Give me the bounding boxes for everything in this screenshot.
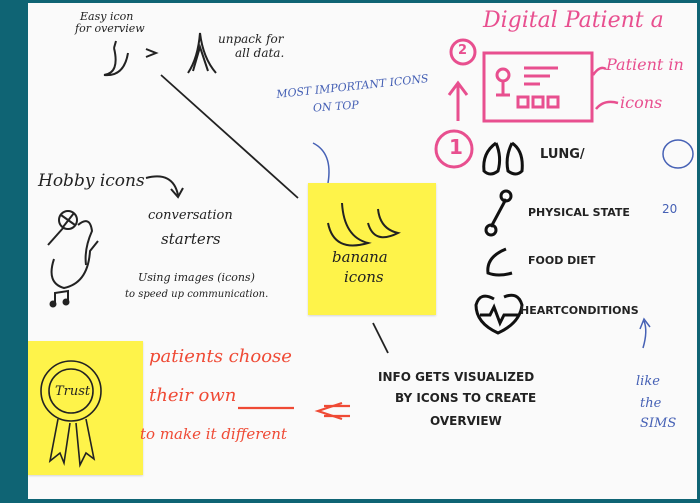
trust-sticky-note: Trust [28,341,143,475]
by-icons-label: BY ICONS TO CREATE [395,391,537,405]
banana-icon [327,202,401,247]
patients-choose-label: patients choose [149,346,292,367]
saxophone-icon [50,240,99,290]
sims-label-2: the [640,396,662,411]
heart-icon [474,293,524,335]
step-2-label: 2 [458,43,468,58]
food-diet-label: FOOD DIET [528,254,596,267]
small-banana-icon [103,40,129,77]
sims-label-3: SIMS [640,416,677,431]
physical-state-label: PHYSICAL STATE [528,206,630,219]
lung-icon [482,141,524,176]
rosette-badge-icon [40,360,102,468]
connector-line [160,74,299,199]
their-own-label: their own [149,385,237,406]
step-1-label: 1 [449,135,463,159]
sims-label-1: like [636,374,660,389]
unpacked-banana-icon [187,32,217,74]
pink-pointer-lines [591,66,619,110]
starters-label: starters [161,230,221,248]
make-different-label: to make it different [140,425,287,443]
microphone-icon [47,210,94,266]
lung-label: LUNG/ [540,147,585,162]
digital-patient-title: Digital Patient a [483,8,664,33]
speed-up-label: to speed up communication. [125,289,269,300]
circle-icon [662,139,694,169]
sketch-drawings [47,32,694,421]
using-images-label: Using images (icons) [138,271,255,284]
overview-label: OVERVIEW [430,414,502,428]
icons-label: icons [344,268,384,286]
hobby-icons-title: Hobby icons [38,171,145,191]
heart-conditions-label: HEARTCONDITIONS [520,304,639,317]
arrow-right-icon [145,48,159,58]
food-icon [486,247,513,277]
icons-pink-label: icons [620,93,663,112]
bone-icon [484,189,513,237]
unpack-label-1: unpack for [218,32,284,46]
conversation-label: conversation [148,208,233,223]
hobby-arrow-icon [145,175,184,199]
pink-arrow-up-icon [447,80,469,121]
for-overview-label: for overview [75,22,145,35]
banana-label: banana [332,248,388,266]
pink-circle-2-icon [449,38,477,66]
music-note-icon [49,289,70,308]
easy-icon-label: Easy icon [80,10,134,23]
patient-card-icon [482,51,594,123]
trust-badge-label: Trust [55,384,91,399]
physical-number: 20 [662,202,678,216]
blue-curve [312,142,330,184]
patient-info-label: Patient in [606,55,684,74]
info-visualized-label: INFO GETS VISUALIZED [378,370,535,384]
blue-arrow-up-icon [639,317,651,349]
banana-sticky-note: banana icons [308,183,436,315]
info-connector-line [372,322,389,354]
unpack-label-2: all data. [235,46,285,60]
red-arrow-left-icon [314,401,350,421]
whiteboard-photo: Easy icon for overview unpack for all da… [28,3,697,499]
pink-circle-1-icon [434,129,474,169]
